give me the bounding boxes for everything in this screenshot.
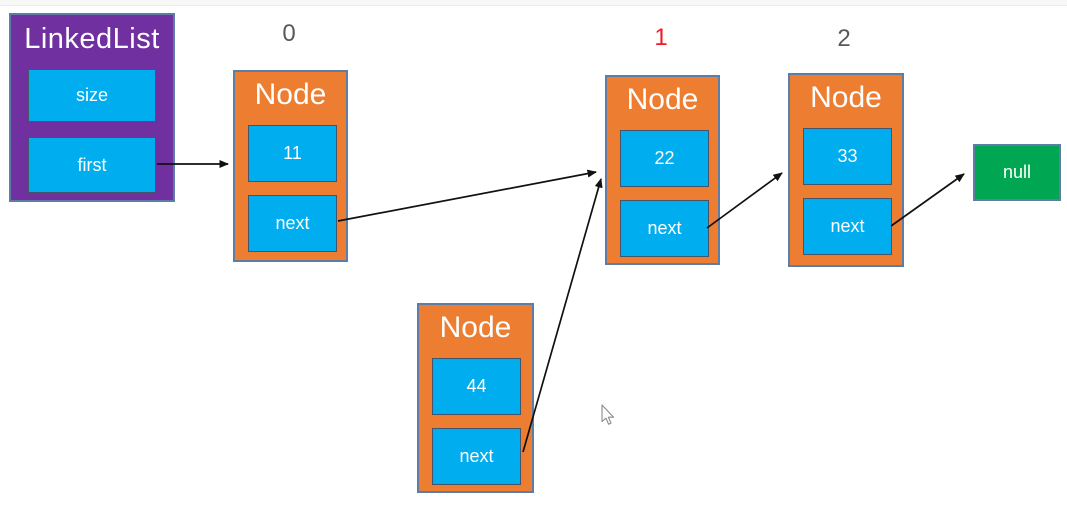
node-44-box: Node 44 next bbox=[417, 303, 534, 493]
linkedlist-size-field: size bbox=[28, 69, 156, 122]
node-1-value-cell: 22 bbox=[620, 130, 709, 187]
node-0-value-cell: 11 bbox=[248, 125, 337, 182]
linkedlist-first-field: first bbox=[28, 137, 156, 193]
null-box: null bbox=[973, 144, 1061, 201]
node-2-box: Node 33 next bbox=[788, 73, 904, 267]
arrow-node0-next-to-node1 bbox=[337, 169, 597, 222]
node-44-value-cell: 44 bbox=[432, 358, 521, 415]
node-0-title: Node bbox=[254, 78, 327, 111]
node-2-title: Node bbox=[810, 81, 882, 114]
node-44-title: Node bbox=[439, 311, 512, 344]
node-0-next-cell: next bbox=[248, 195, 337, 252]
mouse-cursor-icon bbox=[601, 404, 615, 425]
node-0-index-label: 0 bbox=[282, 20, 296, 47]
node-1-box: Node 22 next bbox=[605, 75, 720, 265]
top-edge-strip bbox=[0, 0, 1067, 6]
node-1-next-cell: next bbox=[620, 200, 709, 257]
node-2-index-label: 2 bbox=[837, 25, 851, 52]
linkedlist-title: LinkedList bbox=[24, 23, 160, 55]
linkedlist-box: LinkedList size first bbox=[9, 13, 175, 202]
arrow-node44-next-to-node1 bbox=[522, 178, 603, 453]
node-44-next-cell: next bbox=[432, 428, 521, 485]
node-2-next-cell: next bbox=[803, 198, 892, 255]
node-0-box: Node 11 next bbox=[233, 70, 348, 262]
node-2-value-cell: 33 bbox=[803, 128, 892, 185]
node-1-title: Node bbox=[626, 83, 699, 116]
node-1-index-label: 1 bbox=[654, 24, 668, 51]
